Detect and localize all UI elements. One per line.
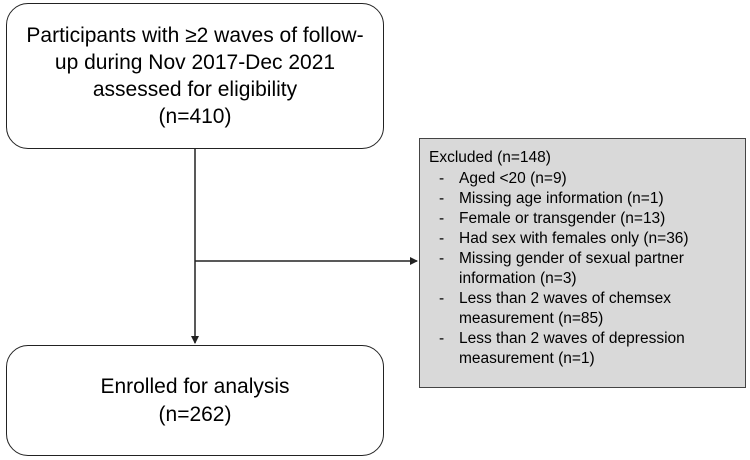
exclusion-item-text: Missing age information (n=1)	[459, 190, 664, 207]
list-dash: -	[439, 330, 445, 347]
list-dash: -	[439, 210, 445, 227]
enrolled-label: Enrolled for analysis	[100, 374, 290, 398]
exclusion-box: Excluded (n=148) - Aged <20 (n=9) - Miss…	[419, 138, 746, 388]
exclusion-item: - Female or transgender (n=13)	[429, 209, 745, 229]
eligibility-line-2: up during Nov 2017-Dec 2021	[54, 51, 336, 74]
exclusion-item: - Missing gender of sexual partner infor…	[429, 249, 745, 289]
list-dash: -	[439, 190, 445, 207]
enrolled-count: (n=262)	[158, 402, 232, 426]
exclusion-item-text: Had sex with females only (n=36)	[459, 230, 689, 247]
exclusion-item-text: Less than 2 waves of depression measurem…	[459, 330, 685, 367]
list-dash: -	[439, 250, 445, 267]
exclusion-item-text: Less than 2 waves of chemsex measurement…	[459, 290, 671, 327]
eligibility-line-1: Participants with ≥2 waves of follow-	[26, 24, 364, 47]
list-dash: -	[439, 170, 445, 187]
exclusion-title: Excluded (n=148)	[429, 149, 551, 166]
exclusion-item-text: Female or transgender (n=13)	[459, 210, 666, 227]
eligibility-box: Participants with ≥2 waves of follow- up…	[6, 3, 384, 149]
exclusion-item: - Missing age information (n=1)	[429, 189, 745, 209]
exclusion-item: - Had sex with females only (n=36)	[429, 229, 745, 249]
eligibility-count: (n=410)	[158, 105, 232, 128]
exclusion-item: - Less than 2 waves of chemsex measureme…	[429, 289, 745, 329]
enrolled-box: Enrolled for analysis (n=262)	[6, 345, 384, 456]
exclusion-item: - Less than 2 waves of depression measur…	[429, 329, 745, 369]
exclusion-list: - Aged <20 (n=9) - Missing age informati…	[429, 169, 745, 369]
exclusion-item-text: Aged <20 (n=9)	[459, 170, 567, 187]
eligibility-line-3: assessed for eligibility	[92, 78, 298, 101]
exclusion-item-text: Missing gender of sexual partner informa…	[459, 250, 684, 287]
list-dash: -	[439, 230, 445, 247]
exclusion-item: - Aged <20 (n=9)	[429, 169, 745, 189]
list-dash: -	[439, 290, 445, 307]
